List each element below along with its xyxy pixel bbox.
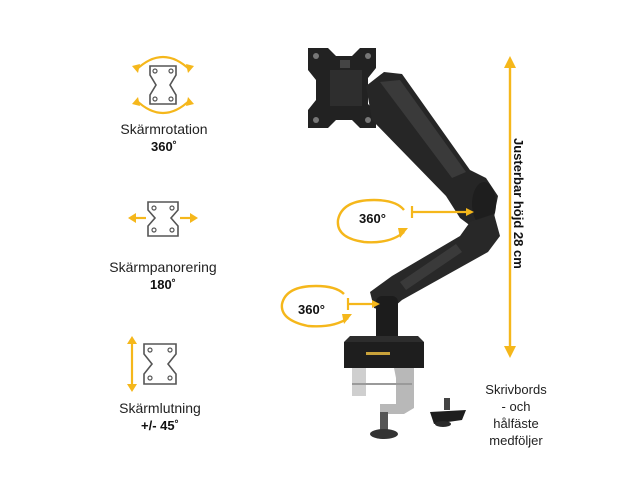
desk-base [344, 336, 424, 368]
desk-clamp [352, 368, 414, 439]
vesa-plate [308, 48, 376, 128]
rotation-label: Skärmrotation [120, 121, 208, 137]
lower-arm [370, 214, 500, 312]
mount-text-line-1: Skrivbords [485, 382, 547, 397]
adjustable-height-label: Justerbar höjd 28 cm [511, 138, 526, 269]
mount-text-line-2: - och [501, 399, 531, 414]
panning-label: Skärmpanorering [109, 259, 217, 275]
tilt-feature-icon [120, 334, 190, 399]
upper-rotation-indicator [336, 198, 474, 244]
mount-text-line-3: hålfäste [493, 416, 539, 431]
mount-text-line-4: medföljer [489, 433, 543, 448]
tilt-label: Skärmlutning [119, 400, 201, 416]
arm-pole [376, 296, 398, 342]
upper-arm-rotation-label: 360° [359, 211, 386, 226]
rotation-value: 360˚ [150, 139, 178, 154]
panning-feature-icon [126, 198, 200, 249]
lower-arm-rotation-label: 360° [298, 302, 325, 317]
upper-arm [366, 72, 498, 230]
rotation-feature-icon [126, 48, 200, 125]
height-dimension-arrow [504, 56, 516, 358]
mount-included-text: Skrivbords - och hålfäste medföljer [466, 381, 566, 449]
grommet-mount [430, 398, 466, 427]
lower-rotation-indicator [280, 284, 380, 328]
panning-value: 180˚ [149, 277, 177, 292]
tilt-value: +/- 45˚ [141, 418, 179, 433]
